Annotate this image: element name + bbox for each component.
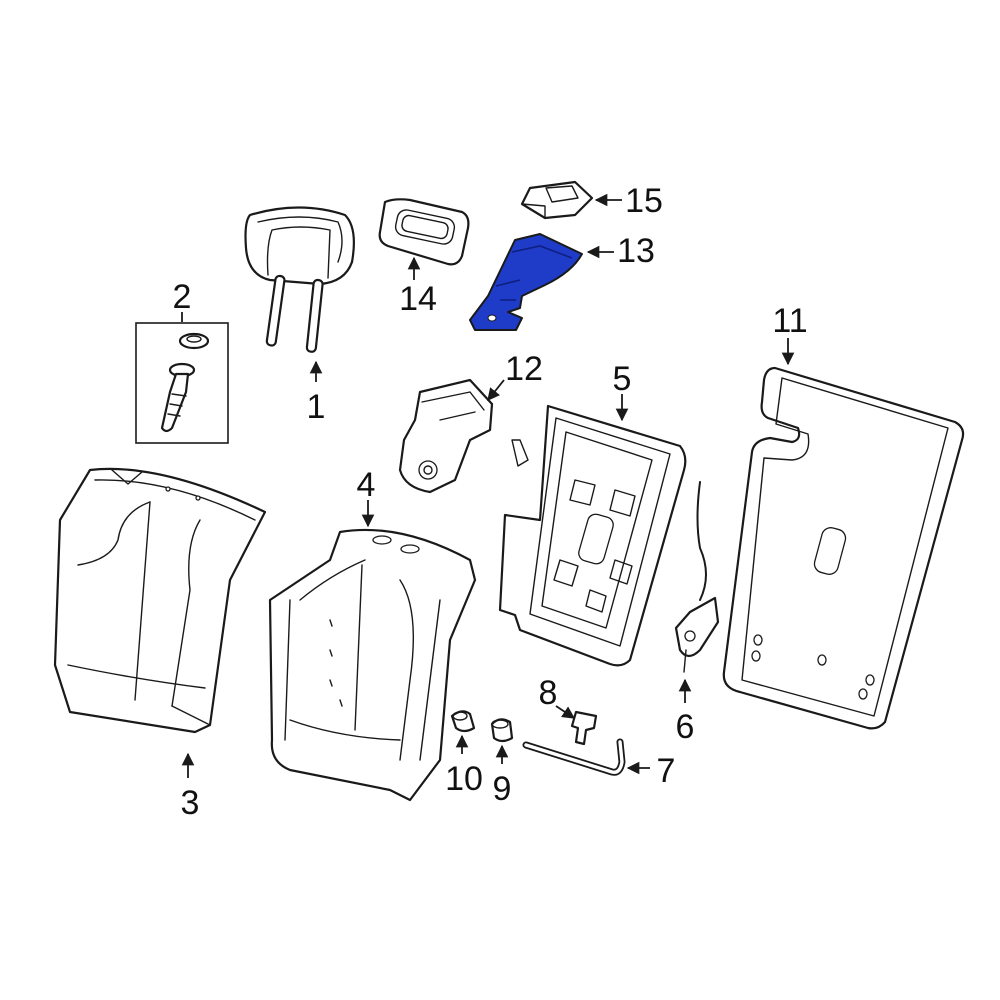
part-3-seat-back-cover[interactable] (53, 467, 267, 734)
leader-8 (555, 705, 576, 719)
callout-9: 9 (493, 770, 512, 808)
callout-11: 11 (772, 302, 807, 340)
part-12-latch-bracket[interactable] (398, 378, 494, 494)
part-1-headrest[interactable] (244, 206, 355, 353)
part-11-back-panel[interactable] (722, 366, 965, 730)
callout-5: 5 (613, 360, 632, 398)
callout-1: 1 (307, 388, 326, 426)
callout-2: 2 (173, 278, 192, 316)
callout-12: 12 (505, 350, 543, 388)
part-14-trim-bezel[interactable] (378, 198, 470, 266)
part-6-latch-cable[interactable] (674, 481, 720, 673)
part-2-headrest-guide[interactable] (135, 322, 229, 444)
callout-labels: 1 2 3 4 5 6 7 8 9 10 11 12 13 14 15 (173, 182, 808, 822)
part-8-clip[interactable] (570, 710, 598, 746)
callout-6: 6 (676, 708, 695, 746)
callout-14: 14 (399, 280, 437, 318)
callout-4: 4 (357, 466, 376, 504)
callout-7: 7 (657, 752, 676, 790)
callout-8: 8 (539, 674, 558, 712)
part-4-seat-back-pad[interactable] (268, 528, 477, 802)
leader-lines (181, 193, 795, 778)
part-9-bushing[interactable] (490, 718, 514, 743)
part-10-bumper[interactable] (450, 710, 476, 733)
leader-12 (487, 379, 505, 401)
callout-15: 15 (625, 182, 663, 220)
part-5-seat-back-frame[interactable] (498, 404, 687, 667)
callout-13: 13 (617, 232, 655, 270)
part-13-cover-highlighted[interactable] (469, 233, 583, 331)
callout-3: 3 (181, 784, 200, 822)
callout-10: 10 (445, 760, 483, 798)
part-15-cap[interactable] (520, 180, 594, 220)
part-7-rod[interactable] (522, 738, 626, 776)
